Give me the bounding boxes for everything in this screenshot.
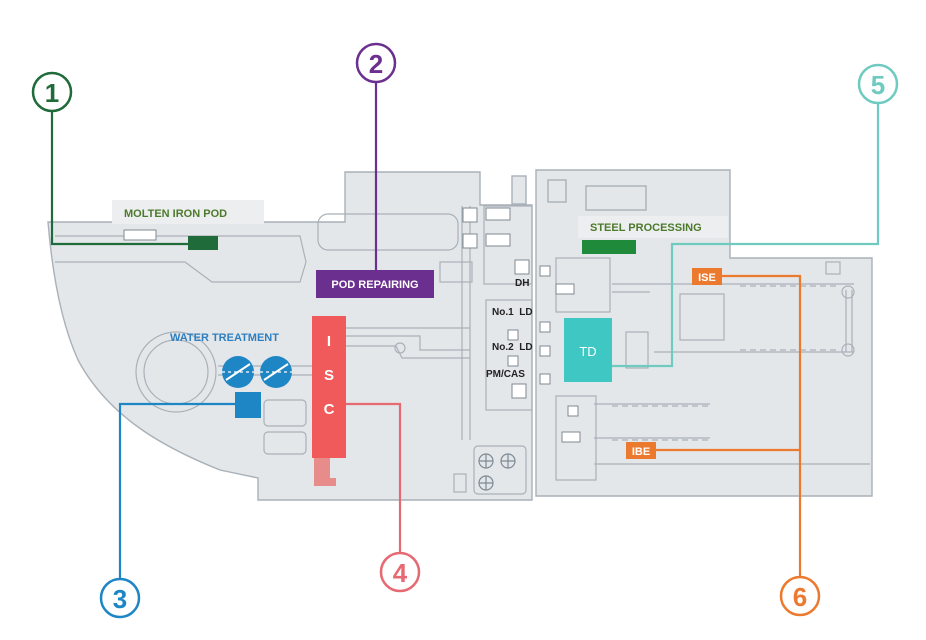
rail-end-bottom <box>841 343 855 357</box>
rail-line-top <box>612 283 854 293</box>
water-treatment-label: WATER TREATMENT <box>170 332 279 344</box>
equipment-markers <box>462 207 581 443</box>
right-block-c <box>625 331 649 369</box>
isc-letter-s: S <box>324 367 334 384</box>
right-top-block <box>585 185 647 211</box>
pod-repairing-label: POD REPAIRING <box>331 279 418 291</box>
machine-block <box>679 293 725 341</box>
valve <box>394 342 406 354</box>
callout-6-ring <box>779 575 821 617</box>
callout-1-number: 1 <box>45 78 59 108</box>
marker-x-2 <box>462 233 478 249</box>
right-top-block-2 <box>547 179 567 203</box>
isc-base <box>314 458 336 486</box>
leader-lines <box>50 82 880 580</box>
callout-2-number: 2 <box>369 49 383 79</box>
right-block-b <box>555 395 597 481</box>
marker-right-3 <box>539 345 551 357</box>
ld-area <box>485 299 533 411</box>
rail-end-top <box>841 285 855 299</box>
callout-2[interactable]: 2 <box>355 42 397 84</box>
leader-1 <box>50 110 190 246</box>
isc-letter-c: C <box>324 401 335 418</box>
marker-lower-1 <box>561 431 581 443</box>
callout-1-ring <box>31 71 73 113</box>
marker-ld1 <box>507 329 519 341</box>
steel-processing-label-bg <box>578 216 728 238</box>
small-rect-right <box>825 261 841 275</box>
pm-cas-label: PM/CAS <box>486 369 525 380</box>
no1-ld-label: No.1 LD <box>492 307 533 318</box>
td-box <box>564 318 612 382</box>
isc-column <box>312 316 346 458</box>
callout-5-ring <box>857 63 899 105</box>
ise-label: ISE <box>698 272 716 284</box>
marker-right-1 <box>539 265 551 277</box>
callout-4[interactable]: 4 <box>379 551 421 593</box>
leader-6a <box>720 274 802 576</box>
callout-1[interactable]: 1 <box>31 71 73 113</box>
callout-5[interactable]: 5 <box>857 63 899 105</box>
crane-block <box>473 445 527 495</box>
molten-iron-building <box>55 235 307 283</box>
pod-shop-rect-2 <box>439 261 473 283</box>
marker-right-5 <box>555 283 575 295</box>
marker-circ-2 <box>485 233 511 247</box>
marker-dh <box>514 259 530 275</box>
marker-right-2 <box>539 321 551 333</box>
marker-circ-1 <box>485 207 511 221</box>
tank-rect-2 <box>263 431 307 455</box>
water-treatment-units <box>222 356 292 418</box>
molten-iron-pod-marker <box>188 236 218 250</box>
pod-shop-rect <box>317 213 459 251</box>
water-treatment-box <box>235 392 261 418</box>
ibe-label: IBE <box>632 446 650 458</box>
molten-iron-pod-label-bg <box>112 200 264 224</box>
callout-4-number: 4 <box>393 558 408 588</box>
callout-6[interactable]: 6 <box>779 575 821 617</box>
leader-3 <box>118 402 236 580</box>
crane-crosses <box>478 453 516 491</box>
marker-right-4 <box>539 373 551 385</box>
leader-5 <box>612 104 880 368</box>
callout-6-number: 6 <box>793 582 807 612</box>
marker-ld2 <box>507 355 519 367</box>
callout-2-ring <box>355 42 397 84</box>
callout-3[interactable]: 3 <box>99 577 141 619</box>
thickener-outer <box>135 331 217 413</box>
ise-box <box>692 268 722 285</box>
tank-rect-1 <box>263 399 307 427</box>
no2-ld-label: No.2 LD <box>492 342 533 353</box>
rail-line-right <box>845 290 853 352</box>
converter-area <box>483 205 533 285</box>
pod-railcars <box>123 229 157 241</box>
marker-pmcas <box>511 383 527 399</box>
molten-iron-pod-label: MOLTEN IRON POD <box>124 208 227 220</box>
dh-label: DH <box>515 278 529 289</box>
callout-4-ring <box>379 551 421 593</box>
steel-processing-label: STEEL PROCESSING <box>590 222 702 234</box>
steel-processing-marker <box>582 240 636 254</box>
marker-x-1 <box>462 207 478 223</box>
callout-3-number: 3 <box>113 584 127 614</box>
ibe-box <box>626 442 656 459</box>
callout-3-ring <box>99 577 141 619</box>
pipe-line-1 <box>346 327 470 359</box>
small-block <box>453 473 467 493</box>
callout-5-number: 5 <box>871 70 885 100</box>
marker-lower-2 <box>567 405 579 417</box>
isc-letter-i: I <box>327 333 331 350</box>
pod-repairing-box <box>316 270 434 298</box>
leader-4 <box>346 402 402 552</box>
left-plant-area <box>47 171 533 501</box>
td-label: TD <box>579 344 596 359</box>
right-top-block-3 <box>511 175 527 205</box>
